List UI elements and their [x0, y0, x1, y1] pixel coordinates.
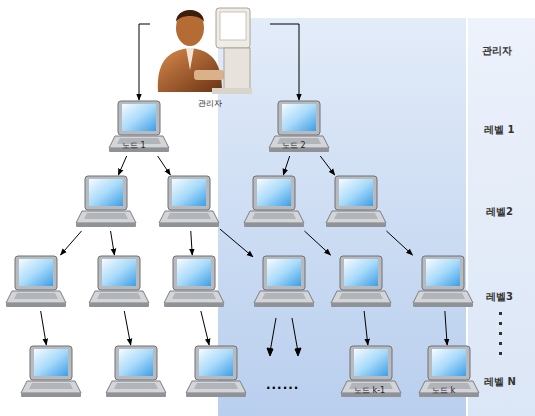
ellipsis-label: ......	[266, 378, 299, 392]
dot	[499, 322, 502, 325]
level-label: 레벨3	[486, 290, 513, 304]
tree-arrow	[220, 229, 253, 257]
laptop-icon	[325, 175, 387, 231]
tree-arrow	[124, 311, 130, 345]
laptop-node	[243, 175, 305, 231]
tree-arrow	[304, 231, 330, 255]
tree-arrow	[283, 156, 289, 175]
dot	[499, 332, 502, 335]
laptop-node: 노드 2	[268, 100, 330, 156]
laptop-icon	[185, 345, 247, 401]
tree-arrow	[139, 24, 150, 100]
admin-node: 관리자	[150, 0, 270, 110]
laptop-node	[253, 255, 315, 311]
vertical-dots	[499, 312, 502, 355]
laptop-icon	[330, 255, 392, 311]
open-arrows	[267, 318, 301, 356]
node-label: 노드 k	[432, 385, 455, 396]
tree-arrow	[320, 156, 334, 175]
node-label: 노드 2	[282, 140, 306, 151]
laptop-icon	[158, 175, 220, 231]
laptop-node	[88, 255, 150, 311]
laptop-icon	[75, 175, 137, 231]
node-label: 노드 1	[122, 140, 146, 151]
level-label: 레벨 N	[484, 375, 516, 389]
dot	[499, 352, 502, 355]
laptop-icon	[88, 255, 150, 311]
laptop-icon	[253, 255, 315, 311]
tree-arrow	[364, 311, 368, 345]
tree-arrow	[111, 231, 115, 255]
open-arrow	[292, 318, 298, 352]
laptop-node	[105, 345, 167, 401]
laptop-node: 노드 k	[418, 345, 480, 401]
admin-illustration	[150, 0, 270, 110]
tree-arrow	[41, 311, 47, 345]
tree-arrow	[201, 311, 209, 345]
level-label: 관리자	[482, 44, 512, 58]
level-label: 레벨2	[486, 205, 513, 219]
laptop-icon	[20, 345, 82, 401]
laptop-icon	[5, 255, 67, 311]
laptop-icon	[243, 175, 305, 231]
laptop-icon	[412, 255, 474, 311]
dot	[499, 312, 502, 315]
tree-arrow	[386, 231, 412, 255]
laptop-node	[325, 175, 387, 231]
laptop-node	[163, 255, 225, 311]
tree-arrow	[158, 156, 171, 175]
level-label: 레벨 1	[484, 123, 514, 137]
laptop-node: 노드 k-1	[340, 345, 402, 401]
tree-arrow	[61, 231, 82, 255]
laptop-icon	[163, 255, 225, 311]
laptop-node: 노드 1	[108, 100, 170, 156]
tree-arrow	[270, 24, 299, 100]
open-arrow	[270, 318, 276, 352]
tree-arrow	[118, 156, 126, 175]
node-label: 노드 k-1	[354, 385, 385, 396]
dot	[499, 342, 502, 345]
laptop-node	[158, 175, 220, 231]
laptop-node	[412, 255, 474, 311]
laptop-node	[330, 255, 392, 311]
arrow-head	[267, 348, 273, 356]
laptop-node	[5, 255, 67, 311]
tree-arrow	[191, 231, 193, 255]
laptop-icon	[105, 345, 167, 401]
node-label: 관리자	[198, 98, 222, 109]
tree-arrow	[445, 311, 447, 345]
laptop-node	[185, 345, 247, 401]
arrow-head	[295, 348, 301, 356]
laptop-node	[20, 345, 82, 401]
laptop-node	[75, 175, 137, 231]
